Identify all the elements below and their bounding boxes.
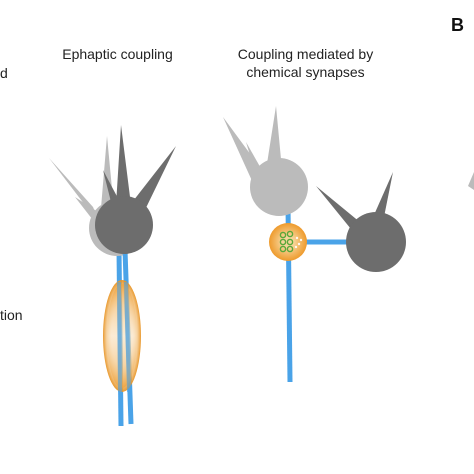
presynaptic-soma [250, 158, 308, 216]
postsynaptic-soma [346, 212, 406, 272]
chemical-coupling-title: Coupling mediated by chemical synapses [218, 45, 393, 81]
chemical-title-line-1: Coupling mediated by [237, 46, 374, 62]
chemical-title-line-2: chemical synapses [246, 64, 365, 80]
left-partial-label-2: tion [0, 307, 23, 323]
left-partial-label-1: d [0, 65, 8, 81]
ephaptic-panel [49, 125, 176, 427]
ephaptic-field-core [107, 284, 137, 388]
vesicles [279, 230, 294, 253]
light-axon-overlay [117, 281, 122, 393]
chemical-panel [223, 106, 406, 383]
neurotransmitter-dots [294, 236, 303, 249]
ephaptic-coupling-title: Ephaptic coupling [62, 46, 173, 62]
dark-neuron-soma [95, 196, 153, 254]
next-panel-fragment [468, 172, 474, 190]
panel-letter: B [451, 15, 464, 35]
dark-axon-overlay [124, 281, 131, 393]
